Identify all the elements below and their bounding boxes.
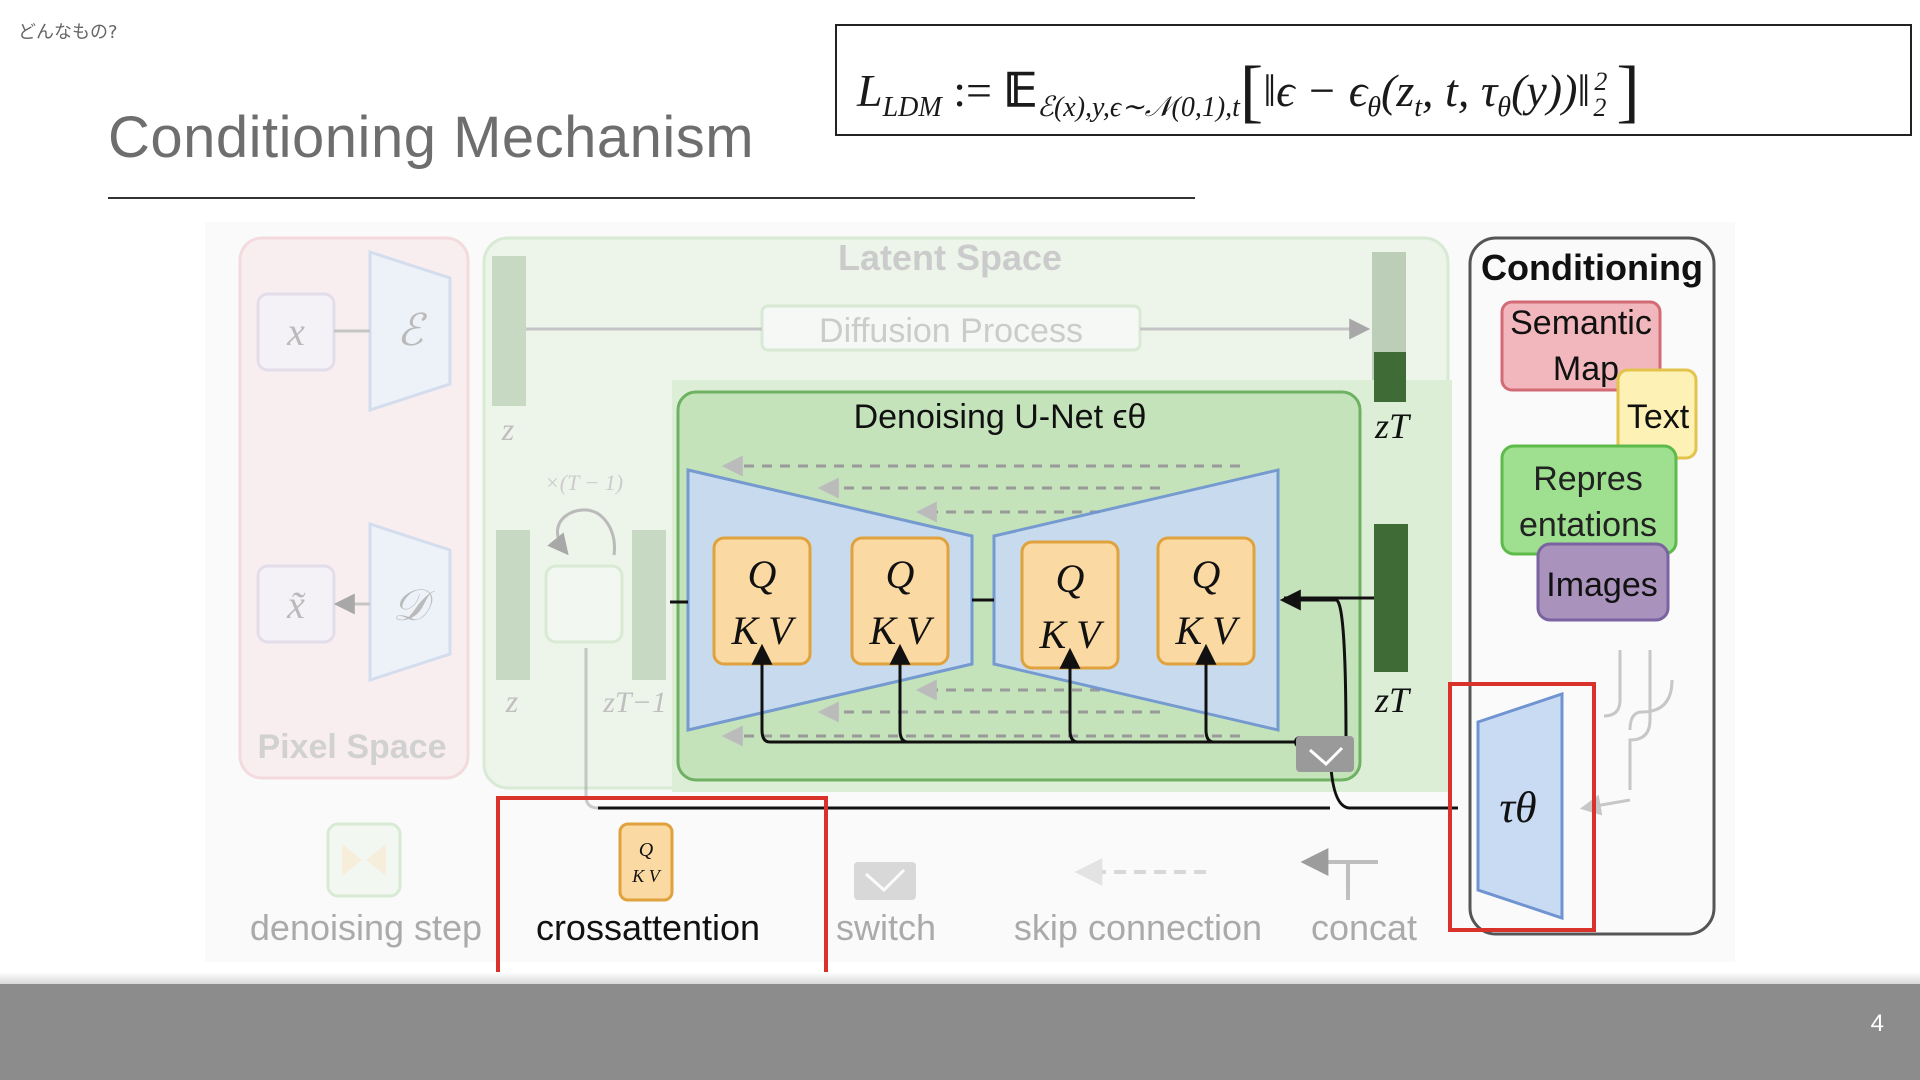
diffusion-process-box	[760, 304, 1142, 352]
legend-switch-icon	[854, 862, 916, 900]
conditioning-representations: Repres entations	[1500, 444, 1678, 556]
images-label: Images	[1546, 566, 1658, 604]
repeat-label: ×(T − 1)	[545, 470, 623, 495]
ldm-loss-formula-box: LLDM := 𝔼ℰ(x),y,ϵ∼𝒩(0,1),t[‖ϵ − ϵθ(zt, t…	[835, 24, 1912, 136]
formula-close-bracket: ]	[1616, 53, 1640, 130]
skip-connections	[721, 455, 1240, 747]
unet-title: Denoising U-Net ϵθ	[854, 398, 1147, 436]
qkv-2-kv: K V	[868, 608, 935, 653]
qkv-4-kv: K V	[1174, 608, 1241, 653]
conditioning-title: Conditioning	[1481, 247, 1703, 288]
decoder-trapezoid	[368, 521, 452, 683]
conditioning-text: Text	[1616, 368, 1698, 460]
representations-line2: entations	[1519, 506, 1657, 544]
latent-space-label: Latent Space	[838, 237, 1062, 278]
formula-open-bracket: [	[1239, 53, 1264, 130]
formula-lhs-sub: LDM	[882, 92, 942, 124]
qkv-block-1: Q K V	[712, 536, 812, 666]
z-label-bottom: z	[505, 683, 519, 719]
x-tilde-symbol: x̃	[286, 582, 306, 627]
tau-encoder-highlight-box	[1448, 682, 1596, 932]
legend-skip-connection-label: skip connection	[1014, 907, 1262, 948]
tau-symbol: τθ	[1499, 783, 1536, 832]
text-label: Text	[1627, 398, 1690, 436]
qkv-4-q: Q	[1192, 552, 1221, 597]
formula-args: (z	[1381, 65, 1415, 116]
x-input-box	[256, 292, 336, 372]
diffusion-process-label: Diffusion Process	[819, 312, 1083, 350]
qkv-block-2: Q K V	[850, 536, 950, 666]
slide-title: Conditioning Mechanism	[108, 105, 755, 170]
legend-kv: K V	[631, 866, 662, 886]
formula-y-part: (y))‖	[1511, 65, 1591, 116]
latent-z-bar-top	[492, 256, 526, 406]
page-number: 4	[1870, 1010, 1884, 1037]
formula-rest: , t, τ	[1422, 65, 1498, 116]
legend-crossattention-icon: Q K V	[618, 822, 674, 902]
formula-assign: :=	[941, 65, 1004, 116]
formula-lhs: L	[857, 65, 883, 116]
qkv-2-q: Q	[886, 552, 915, 597]
conditioning-images: Images	[1536, 542, 1670, 622]
latent-zT-bar-top	[1374, 352, 1406, 402]
tau-encoder-trapezoid	[1476, 691, 1564, 921]
footer-shadow	[0, 972, 1920, 984]
z-label-top: z	[501, 411, 515, 447]
denoising-step-icon-box	[544, 564, 624, 644]
formula-norm-sup: 2	[1594, 66, 1608, 96]
formula-expectation: 𝔼	[1003, 65, 1038, 116]
qkv-3-q: Q	[1056, 556, 1085, 601]
legend-concat-label: concat	[1311, 907, 1417, 948]
formula-theta-2: θ	[1497, 92, 1512, 124]
zT-label-bottom: zT	[1374, 680, 1412, 720]
legend-crossattention-label: crossattention	[536, 907, 760, 948]
legend-q: Q	[639, 839, 654, 861]
qkv-block-3: Q K V	[1020, 540, 1120, 670]
qkv-3-kv: K V	[1038, 612, 1105, 657]
slide-footer	[0, 984, 1920, 1080]
ldm-loss-formula: LLDM := 𝔼ℰ(x),y,ϵ∼𝒩(0,1),t[‖ϵ − ϵθ(zt, t…	[857, 52, 1640, 132]
pixel-space-panel: x x̃ ℰ 𝒟 Pixel Space	[238, 236, 470, 780]
conditioning-merge-lines	[1579, 650, 1674, 816]
formula-expectation-sub: ℰ(x),y,ϵ∼𝒩(0,1),t	[1037, 92, 1240, 124]
formula-t-sub: t	[1414, 92, 1423, 124]
latent-zT-bar-bottom	[1374, 524, 1408, 672]
x-symbol: x	[286, 309, 305, 354]
semantic-map-line1: Semantic	[1510, 304, 1652, 342]
legend-concat-icon	[1300, 848, 1378, 900]
latent-zt-minus-1-bar	[632, 530, 666, 680]
z-t-minus-1-label: zT−1	[602, 686, 667, 719]
conditioning-semantic-map: Semantic Map	[1500, 300, 1662, 392]
legend-switch-label: switch	[836, 907, 936, 948]
representations-line1: Repres	[1533, 460, 1643, 498]
switch-icon	[1296, 736, 1354, 772]
legend-denoising-step-label: denoising step	[250, 907, 482, 948]
legend-denoising-step	[326, 822, 402, 898]
formula-theta: θ	[1367, 92, 1382, 124]
encoder-trapezoid	[368, 249, 452, 413]
title-underline	[108, 197, 1195, 199]
latent-z-bar-bottom	[496, 530, 530, 680]
qkv-1-kv: K V	[730, 608, 797, 653]
semantic-map-line2: Map	[1553, 350, 1619, 388]
encoder-symbol: ℰ	[397, 306, 428, 355]
qkv-1-q: Q	[748, 552, 777, 597]
formula-body: ‖ϵ − ϵ	[1263, 65, 1368, 116]
zT-label-top: zT	[1374, 406, 1412, 446]
pixel-space-label: Pixel Space	[257, 728, 446, 766]
formula-norm-sub: 2	[1593, 93, 1607, 123]
slide-caption: どんなもの?	[18, 22, 118, 43]
qkv-block-4: Q K V	[1156, 536, 1256, 666]
